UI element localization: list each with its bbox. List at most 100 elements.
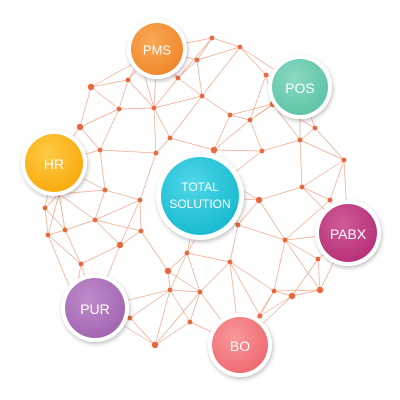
module-node-bo[interactable]: BO bbox=[208, 313, 272, 377]
network-dot bbox=[288, 292, 296, 300]
network-edge bbox=[44, 207, 49, 236]
network-edge bbox=[47, 234, 82, 265]
network-edge bbox=[99, 108, 120, 151]
network-edge bbox=[118, 79, 129, 110]
module-label: PUR bbox=[80, 301, 110, 317]
network-dot bbox=[76, 123, 84, 131]
network-edge bbox=[64, 219, 96, 231]
network-edge bbox=[79, 108, 120, 128]
network-edge bbox=[314, 127, 345, 161]
network-edge bbox=[154, 289, 171, 346]
network-edge bbox=[153, 107, 171, 139]
network-dot bbox=[116, 106, 122, 112]
network-edge bbox=[299, 139, 345, 161]
network-edge bbox=[186, 252, 201, 293]
network-dot bbox=[237, 44, 243, 50]
network-edge bbox=[169, 289, 201, 293]
network-dot bbox=[210, 146, 218, 154]
network-dot bbox=[167, 135, 173, 141]
network-dot bbox=[116, 241, 124, 249]
network-edge bbox=[167, 270, 201, 293]
network-edge bbox=[291, 258, 319, 297]
network-dot bbox=[263, 72, 269, 78]
network-dot bbox=[227, 259, 233, 265]
network-edge bbox=[301, 186, 331, 201]
network-edge bbox=[284, 239, 321, 291]
network-edge bbox=[177, 77, 203, 97]
network-dot bbox=[164, 267, 172, 275]
network-dot bbox=[92, 217, 98, 223]
network-edge bbox=[118, 107, 155, 110]
module-node-pms[interactable]: PMS bbox=[127, 19, 187, 79]
network-edge bbox=[284, 239, 319, 260]
network-edge bbox=[249, 119, 263, 152]
network-edge bbox=[139, 199, 142, 232]
network-edge bbox=[94, 189, 106, 221]
network-dot bbox=[255, 196, 263, 204]
network-dot bbox=[341, 157, 347, 163]
network-edge bbox=[169, 95, 203, 139]
network-edge bbox=[229, 261, 261, 317]
network-edge bbox=[196, 37, 213, 61]
network-dot bbox=[312, 125, 318, 131]
network-dot bbox=[259, 148, 265, 154]
network-edge bbox=[169, 252, 188, 291]
network-edge bbox=[44, 207, 66, 231]
network-dot bbox=[151, 341, 159, 349]
network-edge bbox=[94, 219, 121, 246]
network-dot bbox=[187, 319, 193, 325]
network-edge bbox=[80, 244, 121, 265]
network-edge bbox=[79, 86, 92, 128]
network-edge bbox=[153, 95, 203, 109]
network-edge bbox=[79, 126, 101, 151]
network-dot bbox=[137, 197, 143, 203]
network-edge bbox=[259, 295, 293, 317]
network-edge bbox=[139, 152, 157, 201]
network-edge bbox=[258, 186, 303, 201]
network-edge bbox=[99, 149, 106, 191]
network-edge bbox=[47, 229, 66, 236]
module-label: POS bbox=[285, 80, 315, 96]
module-node-pos[interactable]: POS bbox=[268, 55, 332, 119]
module-node-pabx[interactable]: PABX bbox=[315, 200, 381, 266]
network-edge bbox=[104, 189, 141, 201]
network-edge bbox=[99, 149, 157, 154]
network-edge bbox=[177, 59, 198, 79]
network-dot bbox=[42, 205, 48, 211]
network-dot bbox=[127, 315, 133, 321]
network-edge bbox=[196, 59, 203, 97]
network-dot bbox=[87, 83, 95, 91]
network-edge bbox=[272, 103, 301, 141]
network-edge bbox=[47, 193, 60, 236]
network-edge bbox=[258, 199, 286, 241]
network-dot bbox=[227, 112, 233, 118]
network-edge bbox=[299, 139, 303, 188]
network-edge bbox=[229, 103, 274, 116]
network-edge bbox=[211, 37, 241, 48]
module-label: BO bbox=[230, 338, 250, 354]
module-node-hr[interactable]: HR bbox=[21, 130, 87, 196]
network-edge bbox=[119, 230, 142, 246]
network-edge bbox=[301, 159, 345, 188]
network-edge bbox=[237, 224, 286, 241]
module-circle bbox=[272, 59, 328, 115]
network-edge bbox=[201, 95, 231, 116]
network-dot bbox=[62, 227, 68, 233]
network-edge bbox=[119, 199, 141, 246]
center-node-total-solution[interactable]: TOTAL SOLUTION bbox=[156, 152, 244, 240]
network-edge bbox=[44, 193, 60, 209]
network-edge bbox=[273, 239, 286, 292]
module-circle bbox=[319, 204, 377, 262]
network-edge bbox=[229, 224, 239, 263]
network-dot bbox=[78, 261, 84, 267]
module-circle bbox=[212, 317, 268, 373]
network-edge bbox=[90, 86, 120, 110]
network-dot bbox=[125, 77, 131, 83]
network-dot bbox=[257, 313, 263, 319]
network-edge bbox=[239, 46, 267, 76]
network-edge bbox=[90, 79, 129, 88]
network-edge bbox=[273, 289, 321, 292]
network-edge bbox=[189, 291, 201, 323]
module-node-pur[interactable]: PUR bbox=[61, 274, 129, 342]
network-dot bbox=[315, 256, 321, 262]
